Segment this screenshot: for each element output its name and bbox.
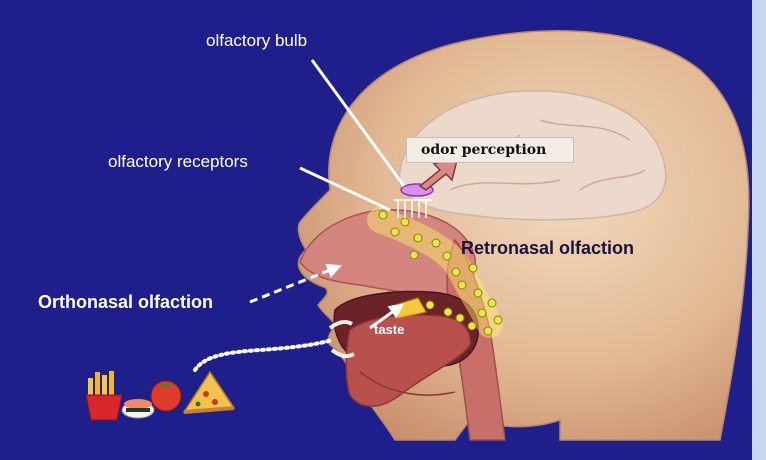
jaw-line bbox=[359, 371, 456, 396]
bulb-leader-line bbox=[310, 59, 406, 187]
label-olfactory-bulb: olfactory bulb bbox=[206, 31, 308, 50]
receptor-arrows bbox=[394, 199, 432, 218]
teeth bbox=[328, 319, 355, 359]
label-retronasal-olfaction: Retronasal olfaction bbox=[461, 238, 635, 258]
tomato-icon bbox=[150, 380, 182, 412]
receptors-leader-line bbox=[299, 166, 391, 212]
fries-icon bbox=[85, 371, 123, 421]
label-odor-perception: odor perception bbox=[421, 142, 547, 158]
right-edge-strip bbox=[752, 0, 766, 460]
orthonasal-arrow bbox=[249, 263, 342, 304]
pizza-icon bbox=[182, 370, 236, 414]
label-taste: taste bbox=[374, 322, 405, 337]
nasal-cavity bbox=[299, 209, 477, 297]
perception-arrow bbox=[418, 154, 460, 191]
food-to-mouth-path bbox=[193, 338, 334, 372]
label-orthonasal-olfaction: Orthonasal olfaction bbox=[38, 292, 214, 312]
taste-arrow bbox=[369, 303, 405, 330]
odor-molecules bbox=[378, 210, 503, 336]
label-olfactory-receptors: olfactory receptors bbox=[108, 152, 248, 171]
odor-perception-box: odor perception bbox=[406, 137, 574, 163]
sushi-icon bbox=[121, 399, 155, 419]
